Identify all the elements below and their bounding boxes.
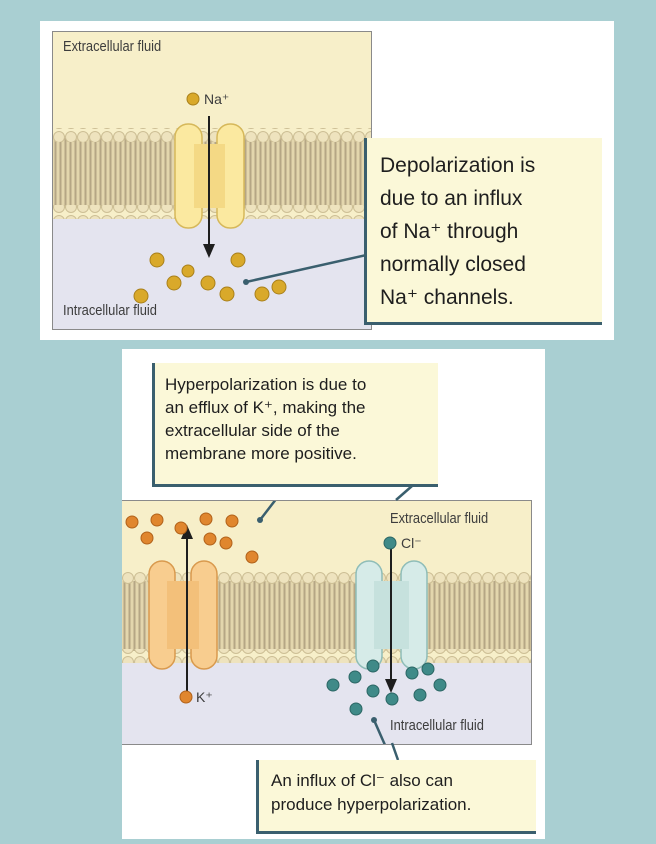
na-ion-label: Na⁺ bbox=[204, 91, 230, 107]
na-channel bbox=[174, 123, 245, 229]
cl-ions bbox=[326, 536, 447, 716]
callout-line: Depolarization is bbox=[380, 154, 536, 177]
callout-line: Na⁺ channels. bbox=[380, 286, 514, 309]
na-ions bbox=[133, 92, 287, 304]
callout-line: extracellular side of the bbox=[165, 421, 340, 440]
callout-line: normally closed bbox=[380, 253, 526, 276]
k-ion-label: K⁺ bbox=[196, 689, 213, 705]
callout-line: Hyperpolarization is due to bbox=[165, 375, 367, 394]
cl-ion-label: Cl⁻ bbox=[401, 535, 422, 551]
cl-influx-callout: An influx of Cl⁻ also can produce hyperp… bbox=[256, 760, 536, 834]
depolarization-diagram: Extracellular fluid Na⁺ Intracellular fl… bbox=[52, 31, 372, 330]
intracellular-region bbox=[53, 219, 371, 329]
cl-influx-pointer bbox=[371, 717, 386, 744]
callout-line: of Na⁺ through bbox=[380, 220, 519, 243]
callout-line: membrane more positive. bbox=[165, 444, 357, 463]
hyperpolarization-diagram: Extracellular fluid Cl⁻ K⁺ Intracellular… bbox=[122, 500, 532, 745]
callout-connectors bbox=[390, 485, 413, 761]
na-influx-arrow bbox=[203, 116, 215, 258]
k-ions bbox=[125, 512, 259, 704]
k-channel bbox=[148, 560, 218, 670]
hyperpolarization-diagram-graphic bbox=[122, 501, 531, 744]
na-ion-source bbox=[186, 92, 200, 106]
depolarization-callout: Depolarization is due to an influx of Na… bbox=[364, 138, 602, 325]
depolarization-panel: Extracellular fluid Na⁺ Intracellular fl… bbox=[40, 21, 614, 340]
cl-influx-arrow bbox=[385, 547, 397, 693]
intracellular-fluid-label: Intracellular fluid bbox=[63, 302, 157, 319]
callout-line: An influx of Cl⁻ also can bbox=[271, 771, 453, 790]
callout-line: due to an influx bbox=[380, 187, 523, 210]
intracellular-fluid-label: Intracellular fluid bbox=[390, 717, 484, 734]
hyperpolarization-pointer bbox=[257, 501, 277, 523]
extracellular-fluid-label: Extracellular fluid bbox=[63, 38, 162, 55]
depolarization-pointer bbox=[243, 252, 371, 285]
callout-line: produce hyperpolarization. bbox=[271, 795, 472, 814]
cl-ion-source bbox=[383, 536, 397, 550]
extracellular-fluid-label: Extracellular fluid bbox=[390, 510, 489, 527]
callout-line: an efflux of K⁺, making the bbox=[165, 398, 366, 417]
intracellular-region bbox=[122, 661, 531, 744]
hyperpolarization-callout: Hyperpolarization is due to an efflux of… bbox=[152, 363, 438, 487]
hyperpolarization-panel: Hyperpolarization is due to an efflux of… bbox=[122, 349, 545, 839]
k-efflux-arrow bbox=[181, 525, 193, 693]
depolarization-diagram-graphic bbox=[53, 92, 371, 329]
k-ion-source bbox=[179, 690, 193, 704]
